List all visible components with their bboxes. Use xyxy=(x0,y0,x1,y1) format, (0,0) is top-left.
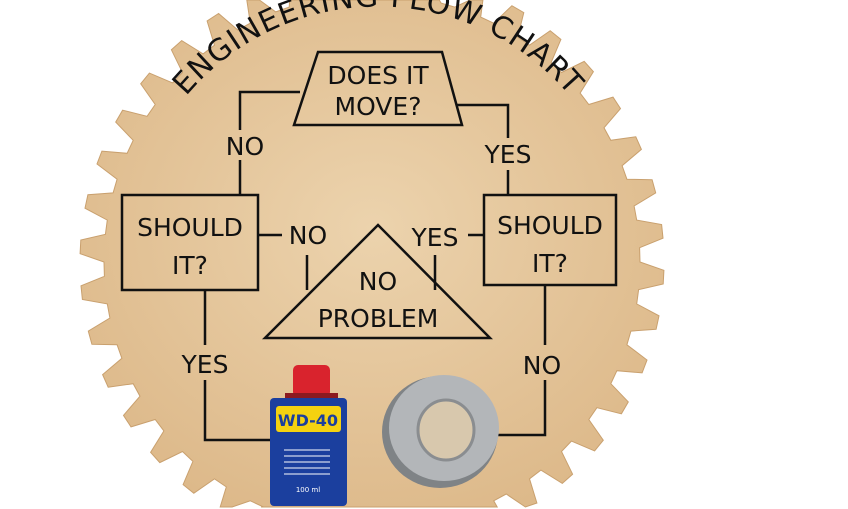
connector-right-no xyxy=(498,285,547,437)
end-node-no-problem xyxy=(261,223,493,340)
connector-left-no xyxy=(258,233,309,290)
left-box-line2: IT? xyxy=(172,251,208,280)
label-start-no: NO xyxy=(226,132,264,161)
wd40-logo: WD-40 xyxy=(278,411,338,430)
end-line2: PROBLEM xyxy=(318,304,439,333)
end-line1: NO xyxy=(359,267,397,296)
left-box-line1: SHOULD xyxy=(137,213,243,242)
right-box-line1: SHOULD xyxy=(497,211,603,240)
wd40-volume: 100 ml xyxy=(296,486,320,494)
start-line2: MOVE? xyxy=(335,92,422,121)
wd40-can-image: WD-40 100 ml xyxy=(270,365,347,506)
right-decision-should-it xyxy=(482,193,618,287)
left-decision-should-it xyxy=(120,193,260,292)
label-right-yes: YES xyxy=(411,223,459,252)
label-left-no: NO xyxy=(289,221,327,250)
connector-left-yes xyxy=(203,290,285,442)
label-right-no: NO xyxy=(523,351,561,380)
connector-start-yes xyxy=(457,103,510,195)
start-line1: DOES IT xyxy=(327,61,429,90)
wooden-gear-background xyxy=(79,0,665,508)
duct-tape-image xyxy=(382,375,499,488)
connector-start-no xyxy=(238,90,300,195)
label-start-yes: YES xyxy=(484,140,532,169)
start-node-does-it-move xyxy=(292,50,464,127)
label-left-yes: YES xyxy=(181,350,229,379)
right-box-line2: IT? xyxy=(532,249,568,278)
